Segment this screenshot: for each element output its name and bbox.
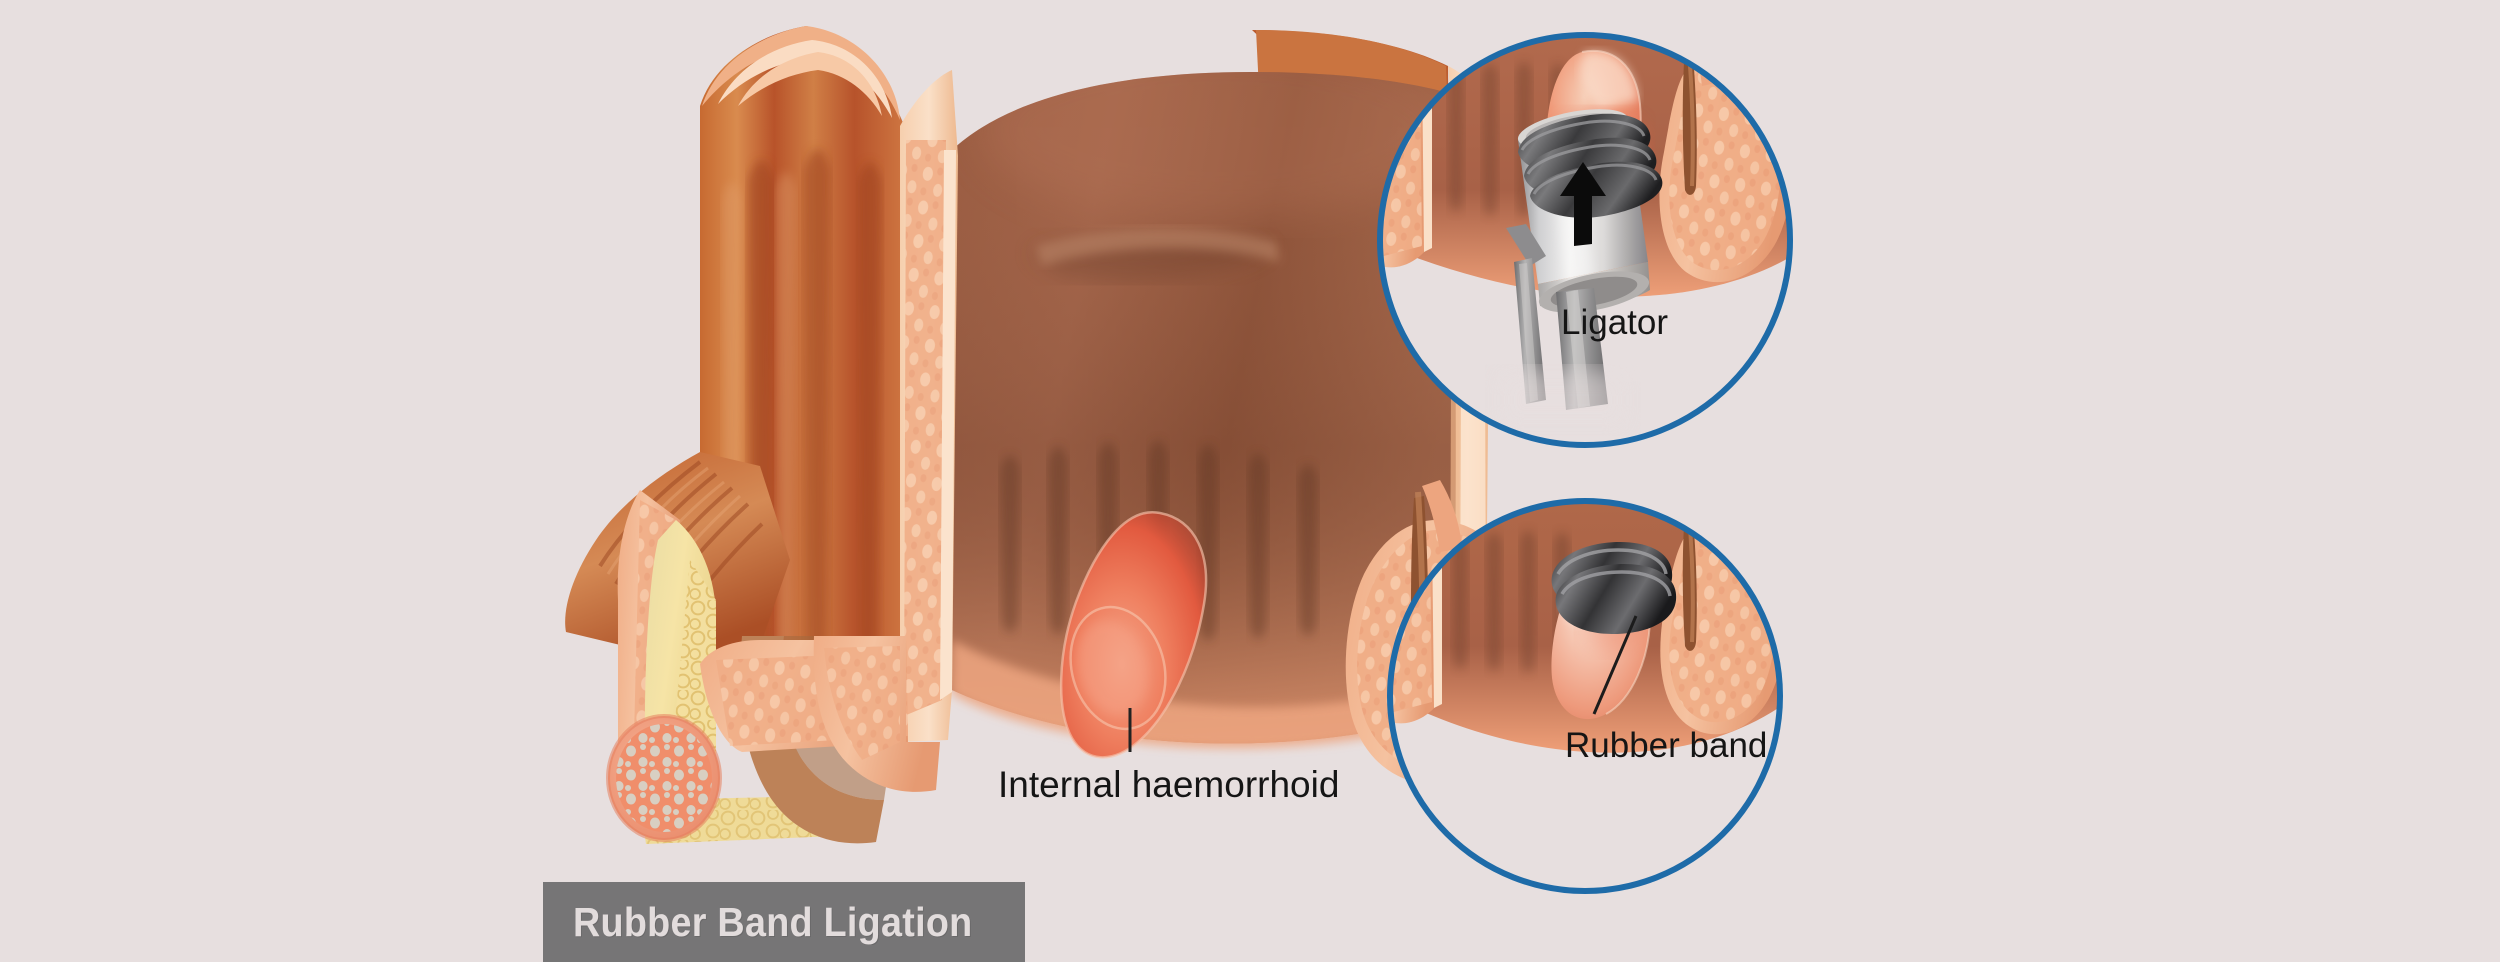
label-internal-haemorrhoid: Internal haemorrhoid: [998, 764, 1340, 805]
label-rubber-band: Rubber band: [1565, 726, 1768, 765]
inset-ligator-scene: [1380, 35, 1790, 445]
inset-circle-border-rubber-band: [1387, 498, 1783, 894]
figure-title: Rubber Band Ligation: [573, 898, 973, 945]
internal-haemorrhoid: [1059, 511, 1208, 759]
leader-line-rubber-band: [1592, 615, 1638, 715]
title-banner: Rubber Band Ligation: [543, 882, 1025, 962]
ligator-shaft: [1498, 224, 1628, 430]
inset-circle-border-ligator: [1377, 32, 1793, 448]
submucosa-left: [900, 70, 958, 742]
label-ligator: Ligator: [1561, 303, 1669, 342]
rubber-bands-deployed: [1551, 542, 1677, 634]
inset-rubber-band-scene: [1390, 501, 1780, 891]
anal-canal-wall: [700, 636, 940, 844]
upward-arrow-icon: [1560, 162, 1606, 246]
blood-vessel-cross-section: [606, 714, 722, 842]
